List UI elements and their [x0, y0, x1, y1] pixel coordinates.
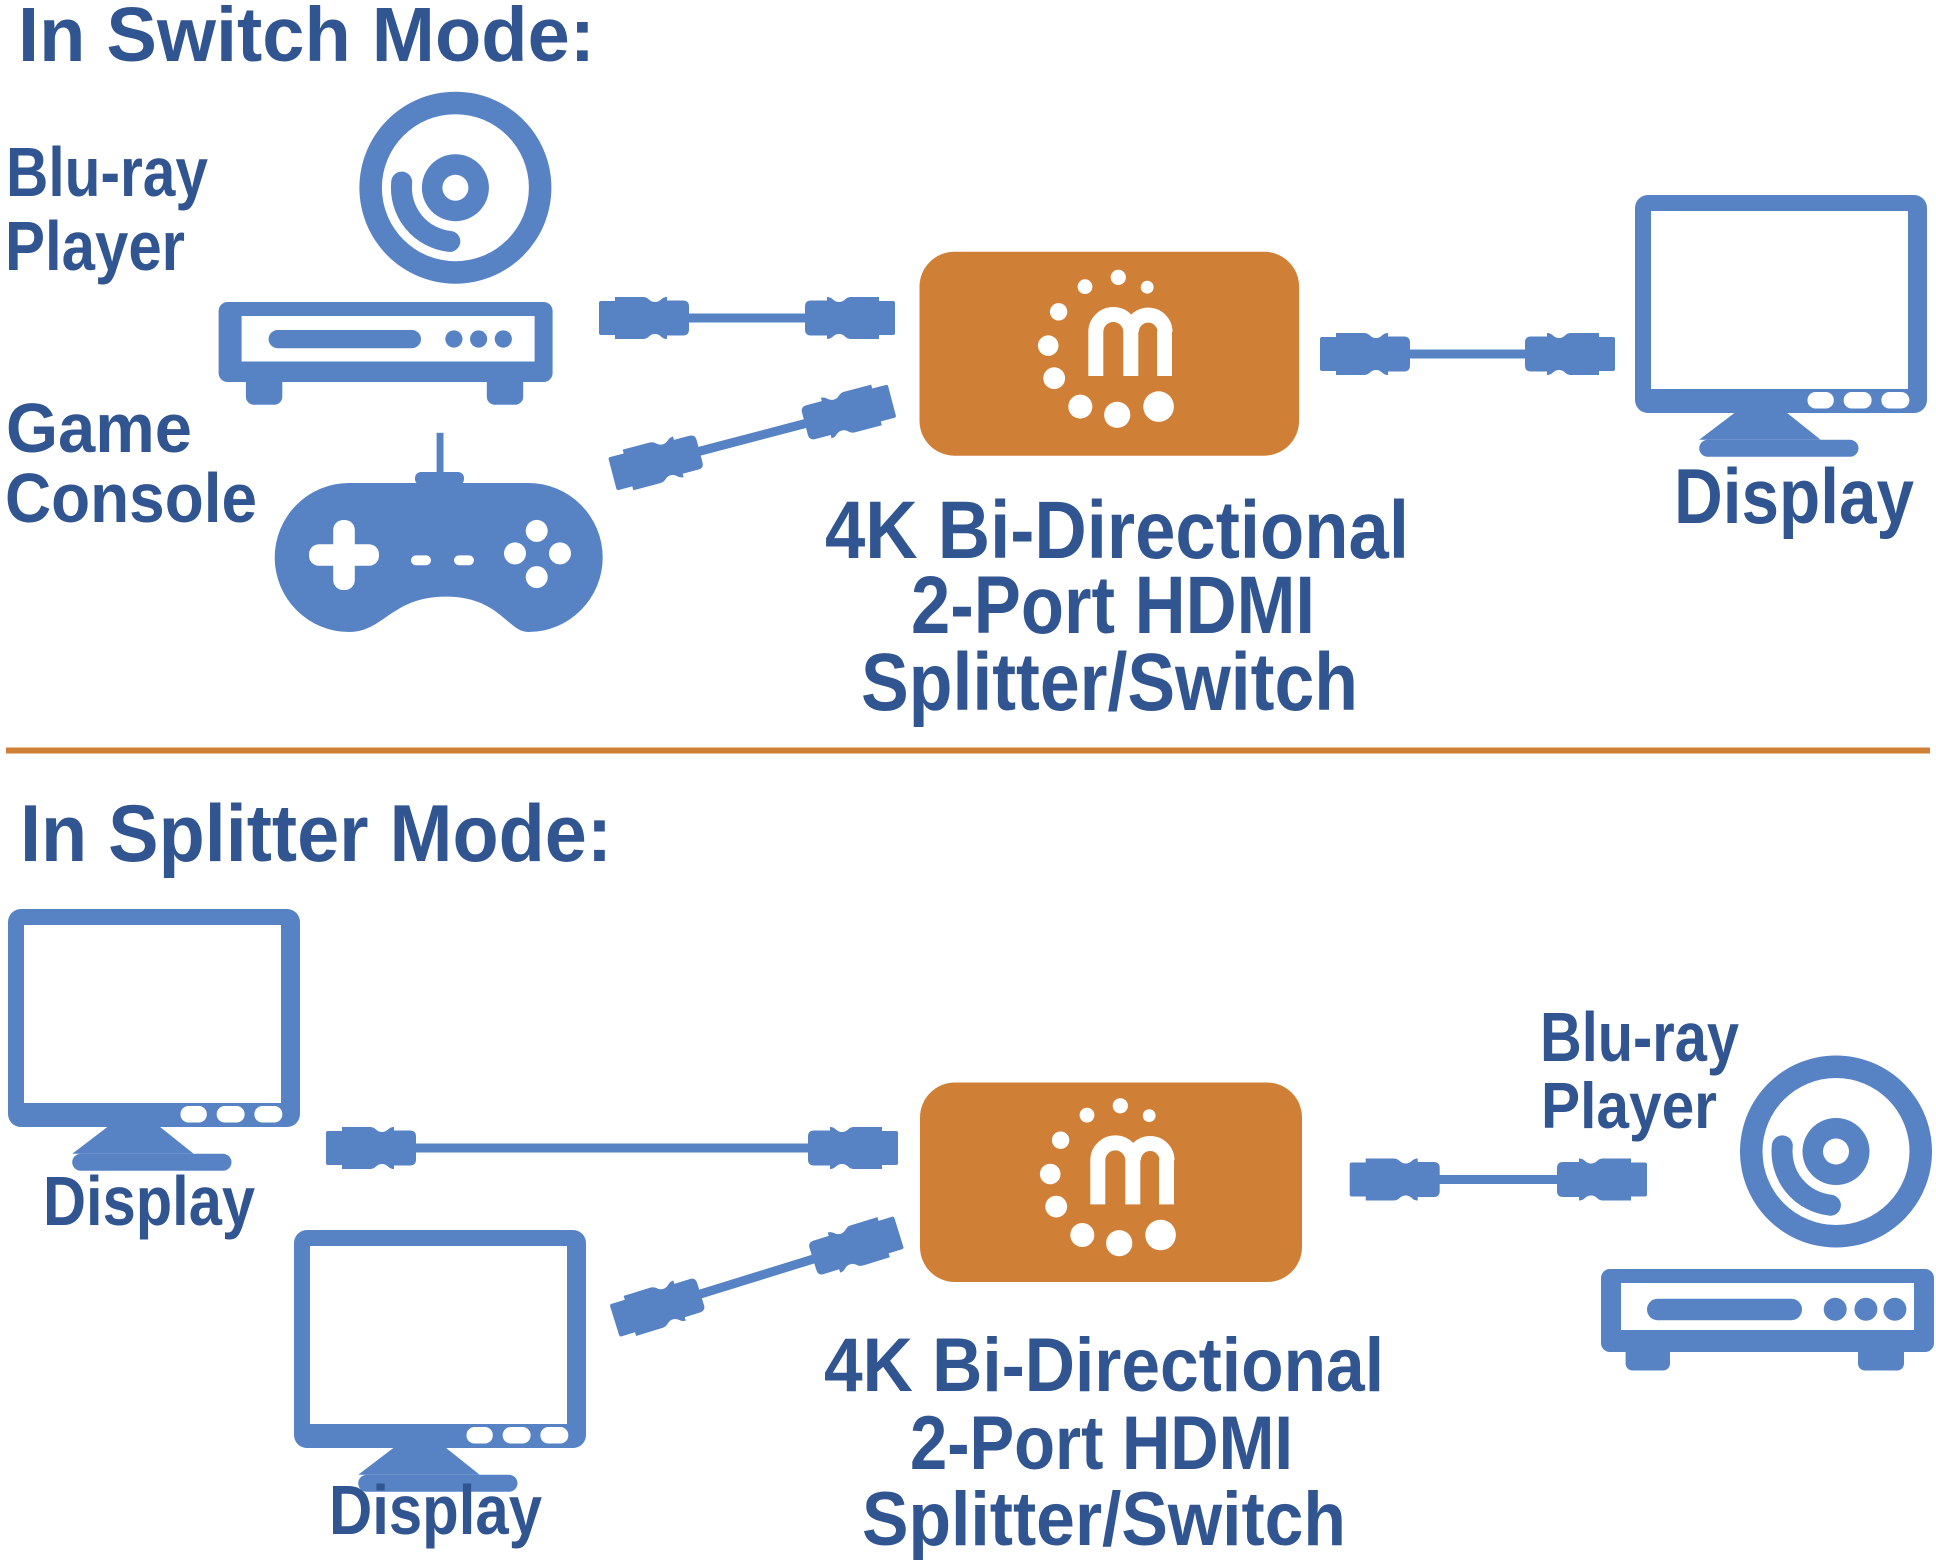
- svg-text:2-Port HDMI: 2-Port HDMI: [911, 560, 1315, 651]
- svg-text:2-Port HDMI: 2-Port HDMI: [910, 1401, 1293, 1486]
- svg-text:Display: Display: [329, 1471, 542, 1549]
- svg-text:Blu-ray: Blu-ray: [6, 133, 208, 211]
- svg-text:In Switch Mode:: In Switch Mode:: [18, 0, 595, 78]
- svg-text:4K Bi-Directional: 4K Bi-Directional: [825, 485, 1409, 576]
- svg-text:Splitter/Switch: Splitter/Switch: [862, 1477, 1346, 1560]
- svg-text:In Splitter Mode:: In Splitter Mode:: [20, 789, 612, 879]
- svg-text:Console: Console: [5, 459, 257, 537]
- svg-text:Blu-ray: Blu-ray: [1540, 998, 1739, 1076]
- svg-text:Game: Game: [6, 389, 192, 467]
- svg-text:Splitter/Switch: Splitter/Switch: [861, 637, 1358, 728]
- svg-text:Display: Display: [43, 1162, 255, 1240]
- svg-text:Player: Player: [5, 207, 185, 285]
- svg-text:Display: Display: [1674, 452, 1914, 540]
- svg-text:4K Bi-Directional: 4K Bi-Directional: [824, 1323, 1384, 1408]
- svg-text:Player: Player: [1541, 1069, 1717, 1142]
